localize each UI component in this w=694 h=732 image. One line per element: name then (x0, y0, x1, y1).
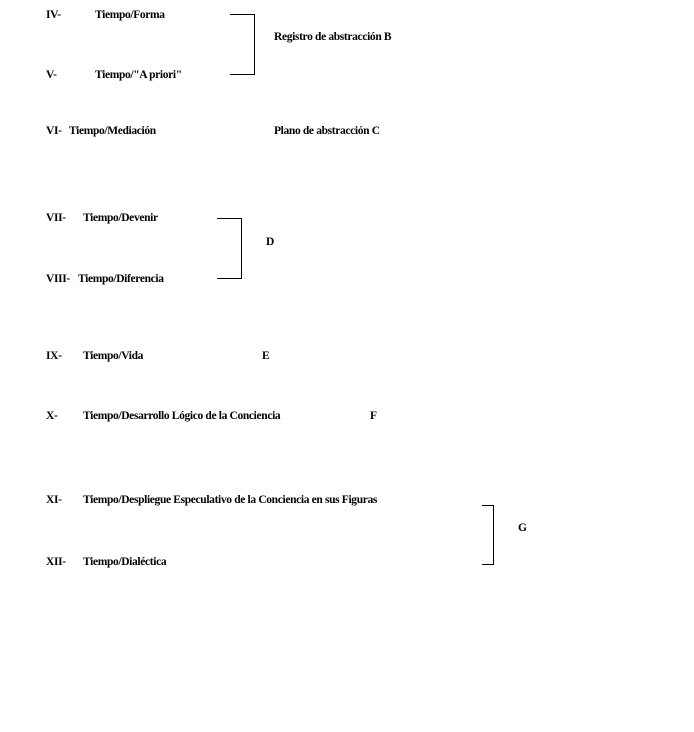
group-label-e: E (262, 350, 270, 362)
roman-numeral: XI- (46, 494, 62, 506)
row-text: Tiempo/Devenir (83, 212, 158, 224)
group-label-c: Plano de abstracción C (274, 125, 380, 137)
roman-numeral: IX- (46, 350, 62, 362)
roman-numeral: IV- (46, 9, 61, 21)
group-label-b: Registro de abstracción B (274, 31, 392, 43)
roman-numeral: VI- (46, 125, 62, 137)
group-label-d: D (266, 236, 274, 248)
bracket-d (217, 218, 242, 279)
row-text: Tiempo/Forma (95, 9, 165, 21)
bracket-g (482, 505, 494, 565)
row-text: Tiempo/Dialéctica (83, 556, 167, 568)
roman-numeral: XII- (46, 556, 66, 568)
group-label-f: F (370, 410, 377, 422)
row-text: Tiempo/Diferencia (78, 273, 164, 285)
row-text: Tiempo/Mediación (69, 125, 156, 137)
row-text: Tiempo/Vida (83, 350, 144, 362)
row-text: Tiempo/"A priori" (95, 69, 182, 81)
bracket-b (230, 14, 255, 75)
row-text: Tiempo/Desarrollo Lógico de la Concienci… (83, 410, 281, 422)
row-text: Tiempo/Despliegue Especulativo de la Con… (83, 494, 378, 506)
roman-numeral: V- (46, 69, 57, 81)
roman-numeral: VII- (46, 212, 66, 224)
group-label-g: G (518, 522, 527, 534)
roman-numeral: X- (46, 410, 58, 422)
roman-numeral: VIII- (46, 273, 70, 285)
